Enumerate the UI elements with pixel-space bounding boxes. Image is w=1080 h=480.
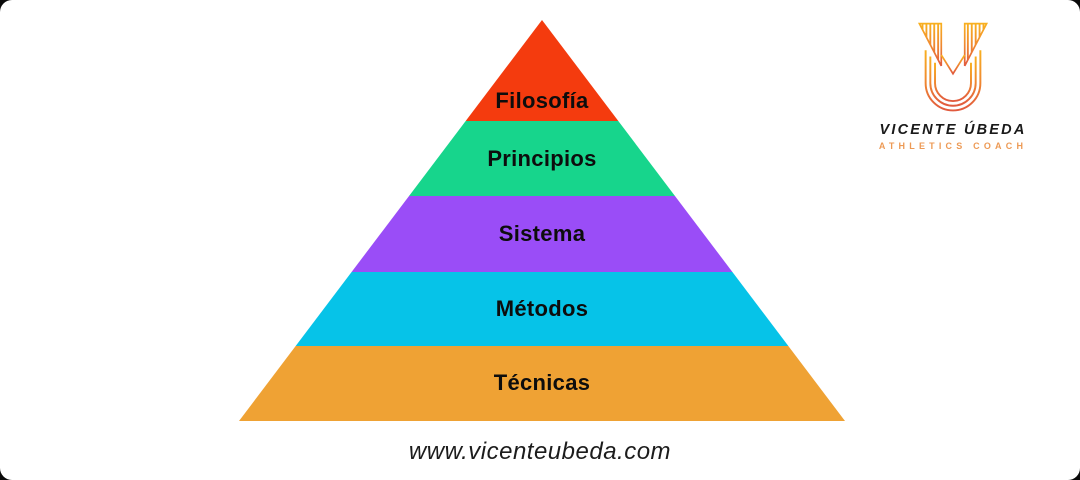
website-url: www.vicenteubeda.com <box>408 438 672 465</box>
pyramid-level-sistema: Sistema <box>239 196 845 272</box>
pyramid-level-label-metodos: Métodos <box>495 295 589 321</box>
pyramid-level-label-filosofia: Filosofía <box>495 88 589 114</box>
pyramid-level-principios: Principios <box>239 121 845 197</box>
pyramid-level-metodos: Métodos <box>239 271 845 346</box>
pyramid-level-label-sistema: Sistema <box>498 221 586 247</box>
brand-tagline: ATHLETICS COACH <box>878 141 1028 151</box>
brand-name: VICENTE ÚBEDA <box>879 122 1027 138</box>
pyramid-level-tecnicas: Técnicas <box>239 345 845 421</box>
brand-logo: VICENTE ÚBEDA ATHLETICS COACH <box>873 22 1033 151</box>
pyramid-level-filosofia: Filosofía <box>239 20 845 122</box>
vu-monogram-icon <box>917 22 989 112</box>
pyramid-diagram: Filosofía Principios Sistema Métodos Téc… <box>239 20 845 421</box>
pyramid-level-label-principios: Principios <box>487 145 597 171</box>
pyramid-level-label-tecnicas: Técnicas <box>493 370 591 396</box>
